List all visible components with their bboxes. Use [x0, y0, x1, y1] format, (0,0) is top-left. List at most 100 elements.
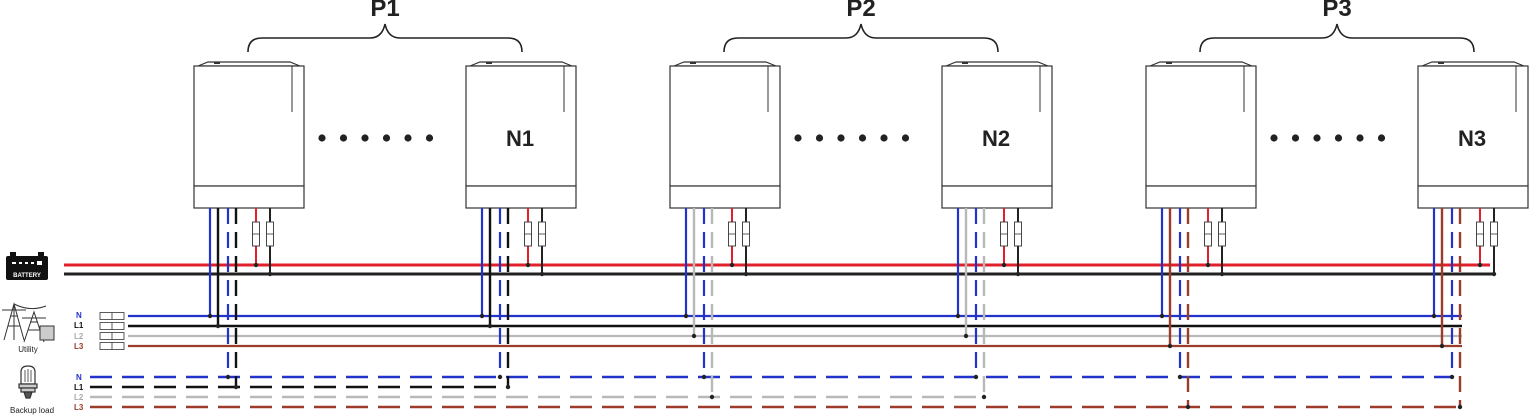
ellipsis-dot: [404, 134, 412, 142]
inverter-base: [465, 185, 577, 209]
inverter-body: [1145, 65, 1257, 187]
junction-dot: [1185, 404, 1191, 410]
inverter-body: [941, 65, 1053, 187]
inverter-vent: [690, 62, 696, 64]
battery-icon: BATTERY: [6, 252, 48, 280]
junction-dot: [973, 374, 979, 380]
group-bracket-p2: [723, 23, 999, 53]
junction-dot: [487, 323, 493, 329]
ellipsis-dot: [901, 134, 910, 142]
inverter-vent: [1166, 62, 1172, 64]
utility-breakers: [99, 312, 125, 350]
unit-label-n2: N2: [982, 126, 1010, 151]
group-label-p2: P2: [846, 0, 875, 22]
junction-dot: [683, 313, 689, 319]
junction-dot: [1205, 262, 1211, 268]
junction-dot: [1439, 343, 1445, 349]
ellipsis-dot: [815, 134, 824, 142]
utility-line-label-l2: L2: [74, 332, 84, 341]
ellipsis-dot: [1377, 134, 1386, 142]
backup-line-label-l3: L3: [74, 403, 84, 412]
inverter-base: [941, 185, 1053, 209]
ellipsis-dot: [382, 134, 391, 142]
junction-dot: [505, 384, 511, 390]
junction-dot: [497, 374, 503, 380]
ellipsis-dot: [339, 134, 348, 142]
ellipsis-dot: [1334, 134, 1343, 142]
inverter-unit: [465, 61, 577, 209]
inverter-body: [193, 65, 305, 187]
inverter-body: [1417, 65, 1529, 187]
inverter-base: [1417, 185, 1529, 209]
junction-dot: [525, 262, 531, 268]
inverter-vent: [214, 62, 220, 64]
inverter-body: [669, 65, 781, 187]
utility-line-label-l3: L3: [74, 342, 84, 351]
inverter-vent: [486, 62, 492, 64]
group-bracket-p1: [247, 23, 523, 53]
junction-dot: [267, 271, 273, 277]
unit-label-n3: N3: [1458, 126, 1486, 151]
junction-dot: [233, 384, 239, 390]
ellipsis-dot: [1313, 134, 1321, 142]
junction-dot: [1177, 374, 1183, 380]
junction-dot: [963, 333, 969, 339]
junction-dot: [729, 262, 735, 268]
ellipsis-dot: [425, 134, 434, 142]
inverter-base: [669, 185, 781, 209]
utility-line-label-l1: L1: [74, 321, 84, 330]
junction-dot: [215, 323, 221, 329]
ellipsis-dots: [318, 134, 1386, 142]
ellipsis-dot: [1291, 134, 1300, 142]
utility-line-label-n: N: [76, 311, 82, 320]
ellipsis-dot: [1270, 134, 1278, 142]
junction-dot: [1219, 271, 1225, 277]
ellipsis-dot: [318, 134, 326, 142]
backup-line-label-n: N: [76, 373, 82, 382]
inverter-unit: [1145, 61, 1257, 209]
junction-dot: [701, 374, 707, 380]
inverter-unit: [669, 61, 781, 209]
junction-dot: [1431, 313, 1437, 319]
inverter-base: [193, 185, 305, 209]
backup-load-label: Backup load: [10, 406, 54, 415]
unit-label-n1: N1: [506, 126, 534, 151]
junction-dot: [479, 313, 485, 319]
bulb-icon: [18, 365, 38, 399]
inverter-units: [193, 61, 1529, 209]
junction-dot: [207, 313, 213, 319]
junction-dot: [1457, 404, 1463, 410]
ellipsis-dot: [837, 134, 845, 142]
backup-line-label-l1: L1: [74, 383, 84, 392]
junction-dot: [1477, 262, 1483, 268]
junction-dot: [253, 262, 259, 268]
junction-dot: [709, 394, 715, 400]
inverter-vent: [962, 62, 968, 64]
junction-dot: [1167, 343, 1173, 349]
junction-dot: [1491, 271, 1497, 277]
junction-dot: [743, 271, 749, 277]
junction-dot: [1015, 271, 1021, 277]
junction-dot: [691, 333, 697, 339]
junction-dot: [955, 313, 961, 319]
inverter-base: [1145, 185, 1257, 209]
ellipsis-dot: [794, 134, 802, 142]
ellipsis-dot: [1356, 134, 1364, 142]
ellipsis-dot: [880, 134, 888, 142]
junction-dot: [1159, 313, 1165, 319]
junction-dot: [1449, 374, 1455, 380]
group-label-p1: P1: [370, 0, 399, 22]
inverter-unit: [941, 61, 1053, 209]
inverter-vent: [1438, 62, 1444, 64]
wiring: [64, 208, 1498, 410]
junction-dot: [981, 394, 987, 400]
utility-label: Utility: [18, 345, 38, 354]
group-label-p3: P3: [1322, 0, 1351, 22]
junction-dot: [225, 374, 231, 380]
utility-icon: [2, 302, 55, 343]
inverter-body: [465, 65, 577, 187]
ellipsis-dot: [361, 134, 369, 142]
junction-dot: [539, 271, 545, 277]
battery-label: BATTERY: [13, 273, 41, 279]
